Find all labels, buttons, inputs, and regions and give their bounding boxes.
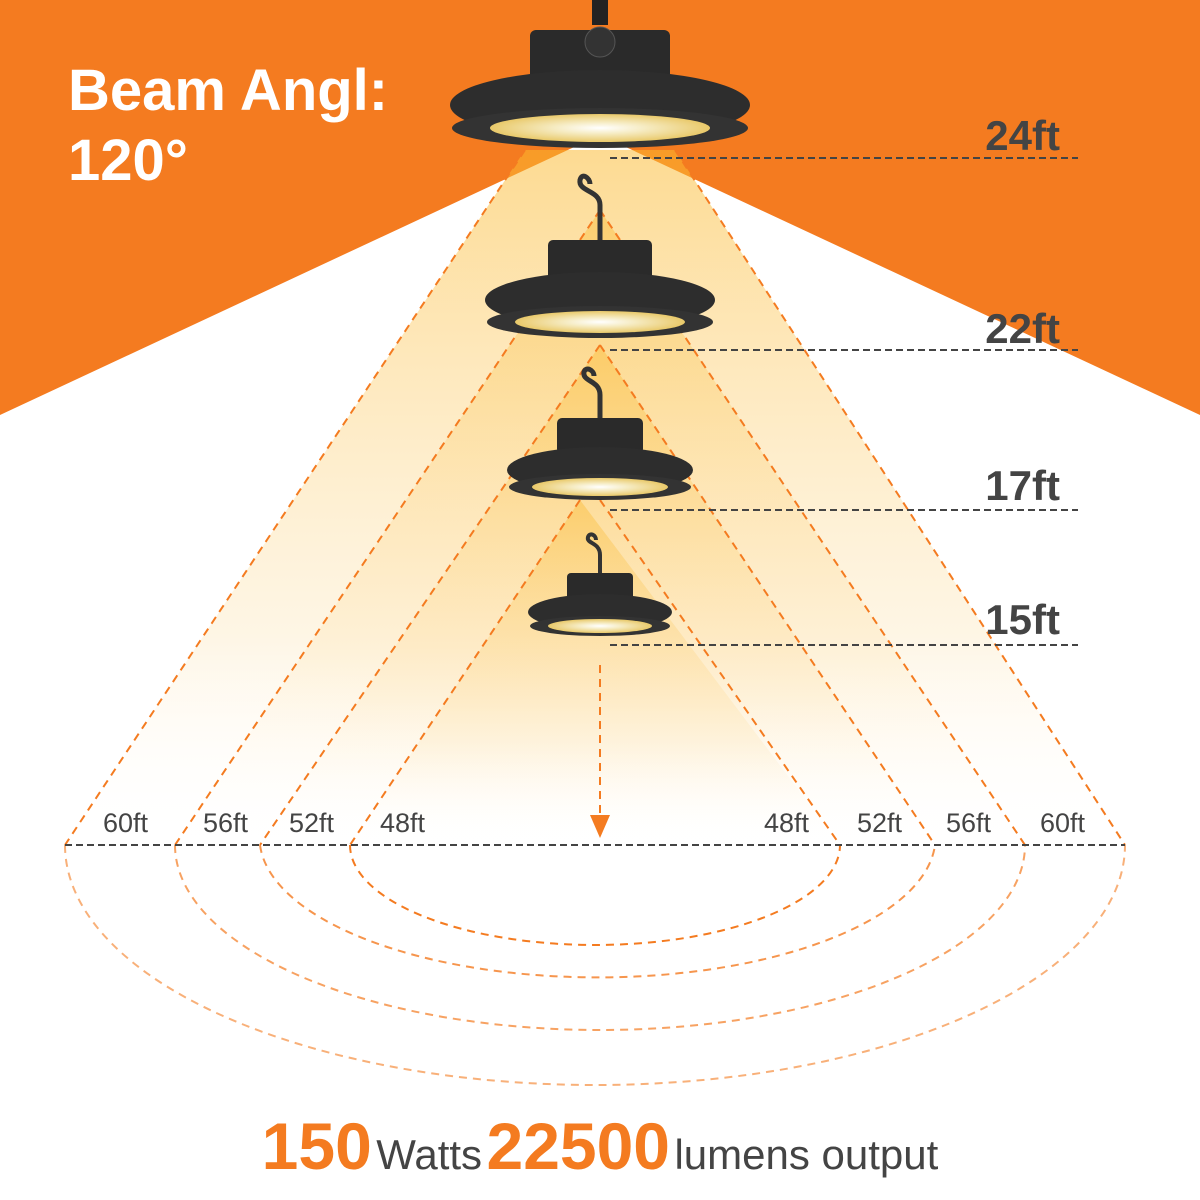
output-spec: 150 Watts 22500 lumens output [0,1108,1200,1184]
watts-value: 150 [261,1109,372,1183]
beam-angle-value: 120° [68,128,188,193]
height-label-15ft: 15ft [985,596,1060,643]
lumens-value: 22500 [486,1109,671,1183]
width-label-left-56ft: 56ft [203,808,249,838]
width-label-left-48ft: 48ft [380,808,426,838]
title-line-1: Beam Angl: [68,58,389,123]
height-label-22ft: 22ft [985,305,1060,352]
lamp-24ft [450,0,750,148]
width-label-right-48ft: 48ft [764,808,810,838]
lamp-22ft [485,173,715,338]
watts-label: Watts [376,1131,483,1178]
beam-cone-15ft [350,500,840,845]
width-label-right-56ft: 56ft [946,808,992,838]
lamp-17ft [507,366,693,500]
beam-angle-title: Beam Angl: 120° [68,56,388,196]
orange-background [0,0,1200,415]
width-label-left-52ft: 52ft [289,808,335,838]
height-label-24ft: 24ft [985,112,1060,159]
lamp-15ft [528,532,672,636]
height-label-17ft: 17ft [985,462,1060,509]
down-arrow-icon [590,815,610,838]
width-label-right-60ft: 60ft [1040,808,1086,838]
lumens-label: lumens output [674,1131,939,1178]
measurement-lines [65,157,1125,846]
width-label-left-60ft: 60ft [103,808,149,838]
width-label-right-52ft: 52ft [857,808,903,838]
